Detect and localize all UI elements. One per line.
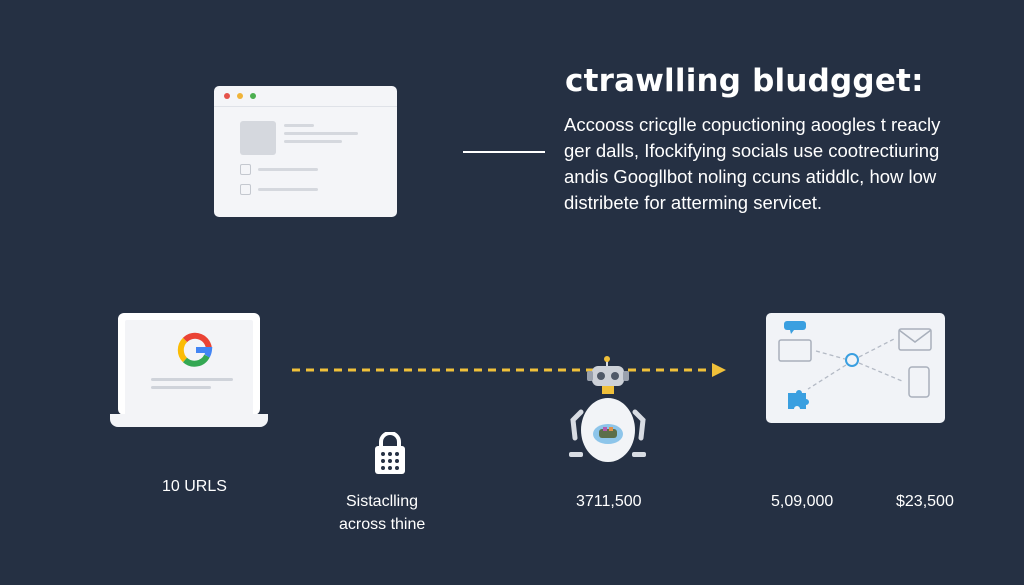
dashed-arrow: [292, 363, 726, 377]
image-placeholder-icon: [240, 121, 276, 155]
text-line: [284, 132, 358, 135]
google-g-logo: [151, 332, 233, 389]
paragraph-line: distribete for atterming servicet.: [564, 192, 823, 213]
close-dot-icon: [224, 93, 230, 99]
envelope-icon: [898, 328, 932, 351]
paragraph-line: ger dalls, Ifockifying socials use cootr…: [564, 140, 940, 161]
maximize-dot-icon: [250, 93, 256, 99]
headline: ctrawlling bludgget:: [565, 63, 924, 99]
document-icon: [778, 339, 812, 362]
paragraph-line: Accooss cricglle copuctioning aoogles t …: [564, 114, 941, 135]
minimize-dot-icon: [237, 93, 243, 99]
phone-icon: [908, 366, 930, 398]
checkbox-icon: [240, 164, 251, 175]
value-label-2: 5,09,000: [771, 493, 834, 510]
crawling-label-line1: Sistaclling: [346, 493, 419, 510]
chat-bubble-icon: [784, 321, 806, 330]
text-line: [284, 140, 342, 143]
laptop-base: [110, 414, 268, 427]
puzzle-piece-icon: [788, 390, 809, 409]
browser-window-icon: [214, 86, 397, 217]
laptop-icon: [118, 313, 260, 415]
hub-node-icon: [845, 353, 859, 367]
checkbox-icon: [240, 184, 251, 195]
description-paragraph: Accooss cricglle copuctioning aoogles t …: [564, 112, 1004, 216]
urls-label: 10 URLS: [162, 478, 227, 495]
connector-line: [463, 151, 545, 153]
value-label-3: $23,500: [896, 493, 954, 510]
network-diagram-icon: [766, 313, 945, 423]
lock-keypad-icon: [375, 432, 405, 474]
text-line: [258, 168, 318, 171]
value-label-1: 3711,500: [576, 493, 642, 510]
crawler-robot-icon: [569, 356, 646, 462]
browser-title-bar: [214, 86, 397, 107]
paragraph-line: andis Googllbot noling ccuns atiddlc, ho…: [564, 166, 937, 187]
text-line: [284, 124, 314, 127]
text-line: [258, 188, 318, 191]
crawling-label-line2: across thine: [339, 516, 426, 533]
